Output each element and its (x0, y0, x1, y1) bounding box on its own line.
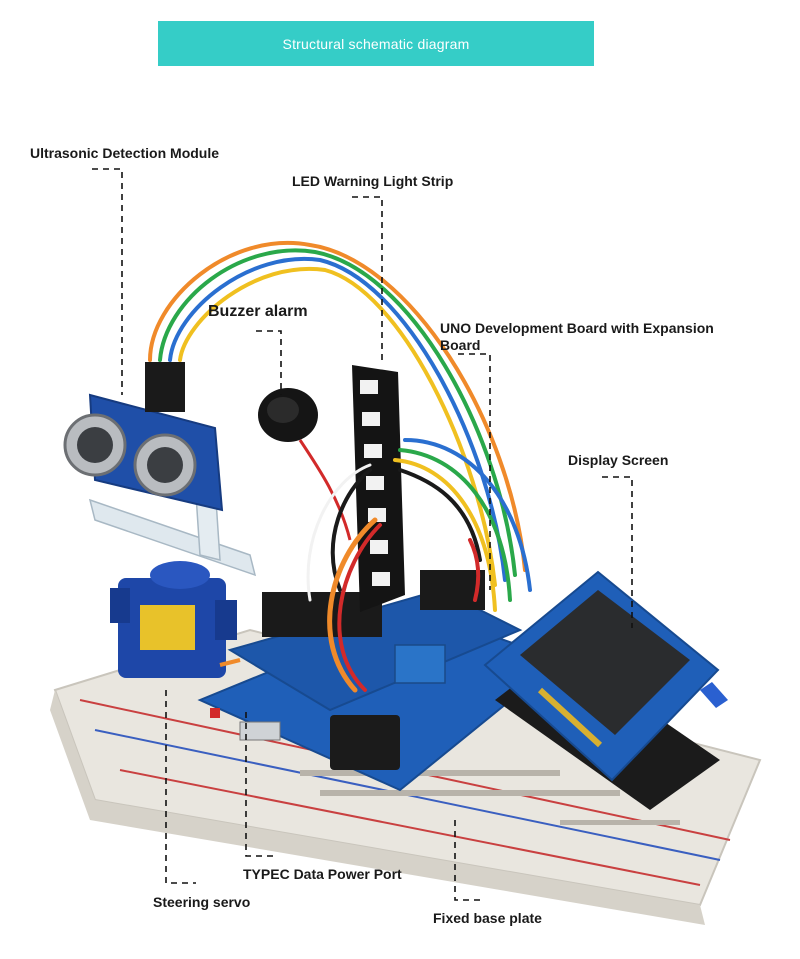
label-uno-board: UNO Development Board with Expansion Boa… (440, 320, 714, 353)
label-led-strip: LED Warning Light Strip (292, 173, 454, 189)
label-ultrasonic: Ultrasonic Detection Module (30, 145, 220, 161)
uno-board (197, 570, 563, 792)
servo-motor (110, 561, 241, 678)
label-base: Fixed base plate (433, 910, 542, 926)
leader-lines (92, 168, 633, 901)
label-display: Display Screen (568, 452, 669, 468)
led-strip (352, 365, 405, 612)
jumper-wires (148, 241, 532, 693)
buzzer (258, 388, 352, 541)
label-buzzer: Buzzer alarm (208, 303, 308, 320)
diagram-title: Structural schematic diagram (158, 21, 594, 66)
display-module (483, 570, 728, 810)
label-typec: TYPEC Data Power Port (243, 866, 402, 882)
ultrasonic-module (63, 362, 224, 512)
label-servo: Steering servo (153, 894, 251, 910)
